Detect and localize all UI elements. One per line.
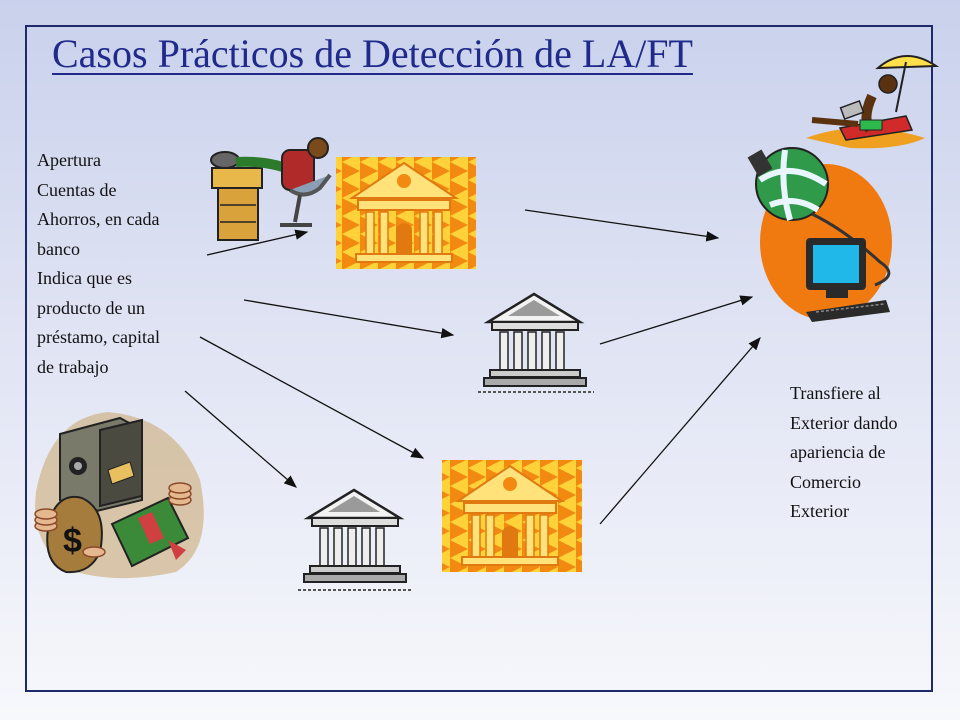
left-note-line: préstamo, capital [37, 327, 160, 347]
right-note-line: Exterior [790, 501, 849, 521]
arrow-bank-to-globe-2 [599, 295, 754, 345]
right-note-line: Exterior dando [790, 412, 898, 433]
bank-building-icon [336, 157, 476, 269]
arrow-to-bottom-bank [184, 390, 297, 488]
left-note-line: producto de un [37, 297, 145, 318]
right-note-line: Transfiere al [790, 383, 881, 403]
flow-arrows [184, 209, 761, 525]
slide-frame [25, 25, 933, 692]
bank-columns-icon [478, 292, 594, 393]
money-safe-icon: $ [34, 412, 204, 579]
arrow-to-middle-bank [243, 299, 455, 339]
right-note-line: Comercio [790, 471, 861, 492]
slide-title: Casos Prácticos de Detección de LA/FT [52, 31, 693, 76]
bank-building-icon [442, 460, 582, 572]
arrow-to-lower-bank [199, 336, 425, 459]
left-note-line: Cuentas de [37, 179, 117, 200]
arrow-bank-to-globe-1 [524, 209, 720, 242]
bank-columns-icon [298, 488, 412, 591]
left-note-line: Indica que es [37, 268, 132, 288]
left-note-line: Ahorros, en cada [37, 209, 160, 229]
beach-relax-icon [806, 55, 940, 149]
svg-text:$: $ [63, 522, 82, 560]
right-note: Transfiere al Exterior dando apariencia … [790, 379, 940, 527]
globe-computer-icon [747, 147, 892, 322]
left-note-line: de trabajo [37, 356, 109, 377]
arrow-to-desk [206, 229, 309, 256]
left-note-line: Apertura [37, 150, 101, 170]
left-note: Apertura Cuentas de Ahorros, en cada ban… [37, 146, 207, 382]
left-note-line: banco [37, 238, 80, 259]
arrow-bank-to-globe-3 [599, 337, 761, 525]
right-note-line: apariencia de [790, 442, 886, 462]
businessman-desk-icon [210, 137, 332, 241]
